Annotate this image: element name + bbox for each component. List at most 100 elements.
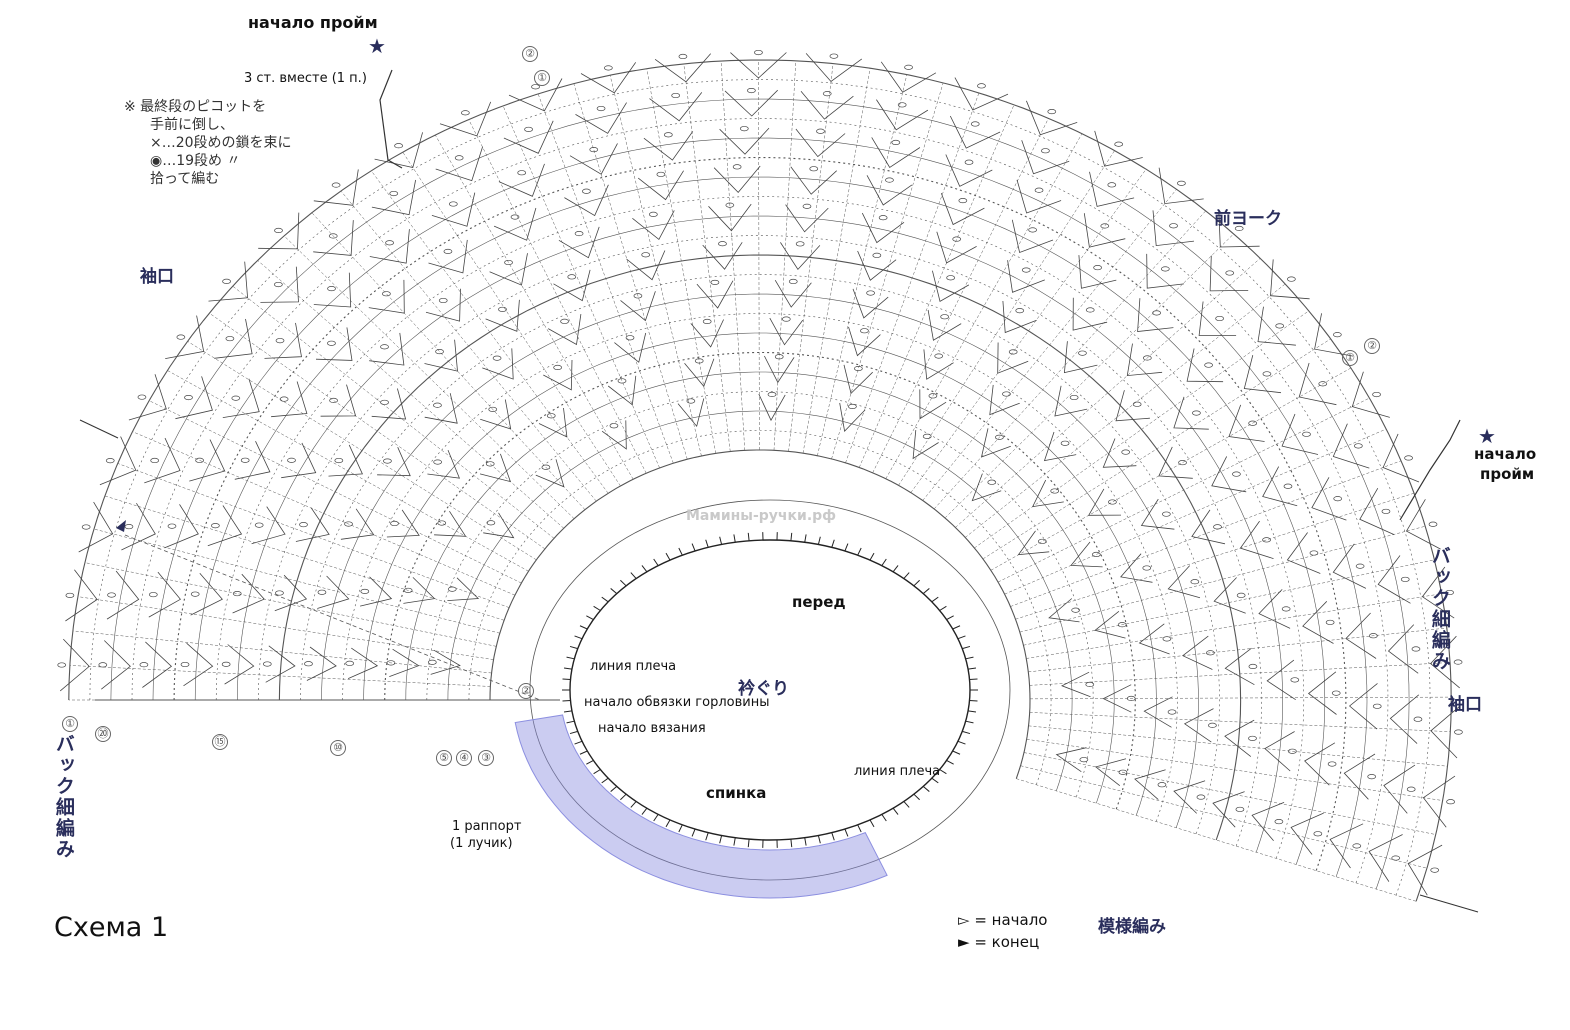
fan-motif [1002,300,1037,334]
fan-motif [435,146,483,182]
fan-motif [1211,456,1247,493]
picot-loop [1400,576,1410,582]
fan-motif [945,154,993,187]
filled-triangle-icon: ► [958,933,970,951]
edge-stitch-tick [967,667,977,670]
picot-loop [279,396,289,402]
fan-motif [1094,610,1126,639]
picot-loop [1454,729,1463,735]
picot-loop [1281,606,1291,612]
picot-loop [1169,223,1178,229]
fan-motif [1407,844,1443,896]
fan-motif [1070,541,1103,568]
radial-stitch-line [1028,627,1447,673]
picot-loop [1160,266,1170,272]
fan-motif [431,192,476,227]
star-icon-right: ★ [1478,424,1496,448]
fan-motif [1094,130,1143,167]
open-triangle-icon: ▻ [958,911,970,929]
fan-motif [912,430,939,460]
edge-stitch-tick [563,667,573,670]
watermark: Мамины-ручки.рф [686,508,837,524]
picot-loop [1372,703,1382,709]
fan-motif [713,165,761,193]
picot-loop [860,328,869,334]
picot-loop [816,128,825,134]
edge-stitch-tick [957,740,966,745]
radial-stitch-line [573,83,688,460]
picot-loop [1047,109,1057,115]
fan-motif [548,314,582,346]
picot-loop [1167,709,1177,715]
fan-motif [374,132,423,168]
edge-stitch-tick [574,740,583,745]
picot-loop [1190,579,1200,585]
picot-loop [232,591,242,597]
fan-motif [1173,780,1206,814]
radial-stitch-line [537,93,674,464]
fan-motif [306,646,337,681]
edge-stitch-tick [931,596,939,603]
picot-loop [1318,381,1328,387]
sleeve-label-right: 袖口 [1448,695,1482,715]
fan-motif [632,210,675,241]
fan-motif [839,402,866,433]
picot-loop [795,241,805,247]
fan-motif [535,459,565,488]
picot-loop [567,274,577,280]
radial-stitch-line [340,190,597,502]
edge-stitch-tick [630,801,637,808]
fan-motif [281,442,317,479]
radial-stitch-line [845,92,980,463]
picot-loop [448,201,458,207]
legend-end: ► = конец [958,933,1039,951]
radial-stitch-line [502,105,660,469]
picot-loop [274,281,283,288]
edge-stitch-tick [665,819,671,828]
radial-stitch-line [974,310,1309,549]
picot-loop [1287,276,1296,282]
fan-motif [1270,259,1310,300]
picot-loop [1118,769,1128,775]
fan-motif [377,447,411,477]
picot-loop [995,434,1004,440]
picot-loop [891,139,901,146]
edge-stitch-tick [653,558,659,566]
fan-motif [1209,255,1249,292]
picot-loop [327,340,336,346]
fan-motif [1055,747,1087,773]
picot-loop [609,423,619,429]
fan-motif [1048,598,1080,623]
fan-motif [1382,433,1420,483]
fan-motif [424,393,458,424]
edge-stitch-tick [967,710,977,713]
picot-loop [802,203,812,209]
edge-stitch-tick [939,769,947,775]
legend-start-label: = начало [974,911,1048,929]
picot-loop [1248,420,1258,426]
fan-motif [148,571,182,618]
picot-loop [872,252,882,258]
fan-motif [684,358,715,388]
fan-motif [1146,253,1184,289]
fan-motif [1332,423,1370,469]
radial-stitch-line [944,233,1234,519]
guide-tick [1419,894,1479,913]
fan-motif [601,420,627,450]
edge-stitch-tick [641,565,648,573]
picot-loop [498,306,507,312]
fan-motif [483,512,515,539]
edge-stitch-tick [610,588,618,594]
picot-loop [1262,371,1272,377]
fan-motif [1224,719,1255,757]
row-marker-15: ⑮ [212,734,228,750]
row-marker-5: ⑤ [436,750,452,766]
fan-motif [643,131,694,161]
fan-motif [932,270,970,303]
picot-loop [139,662,149,668]
edge-stitch-tick [620,579,627,587]
fan-motif [1314,313,1354,357]
radial-stitch-line [898,150,1115,486]
front-yoke-label: 前ヨーク [1214,209,1282,229]
fan-motif [1191,509,1226,545]
